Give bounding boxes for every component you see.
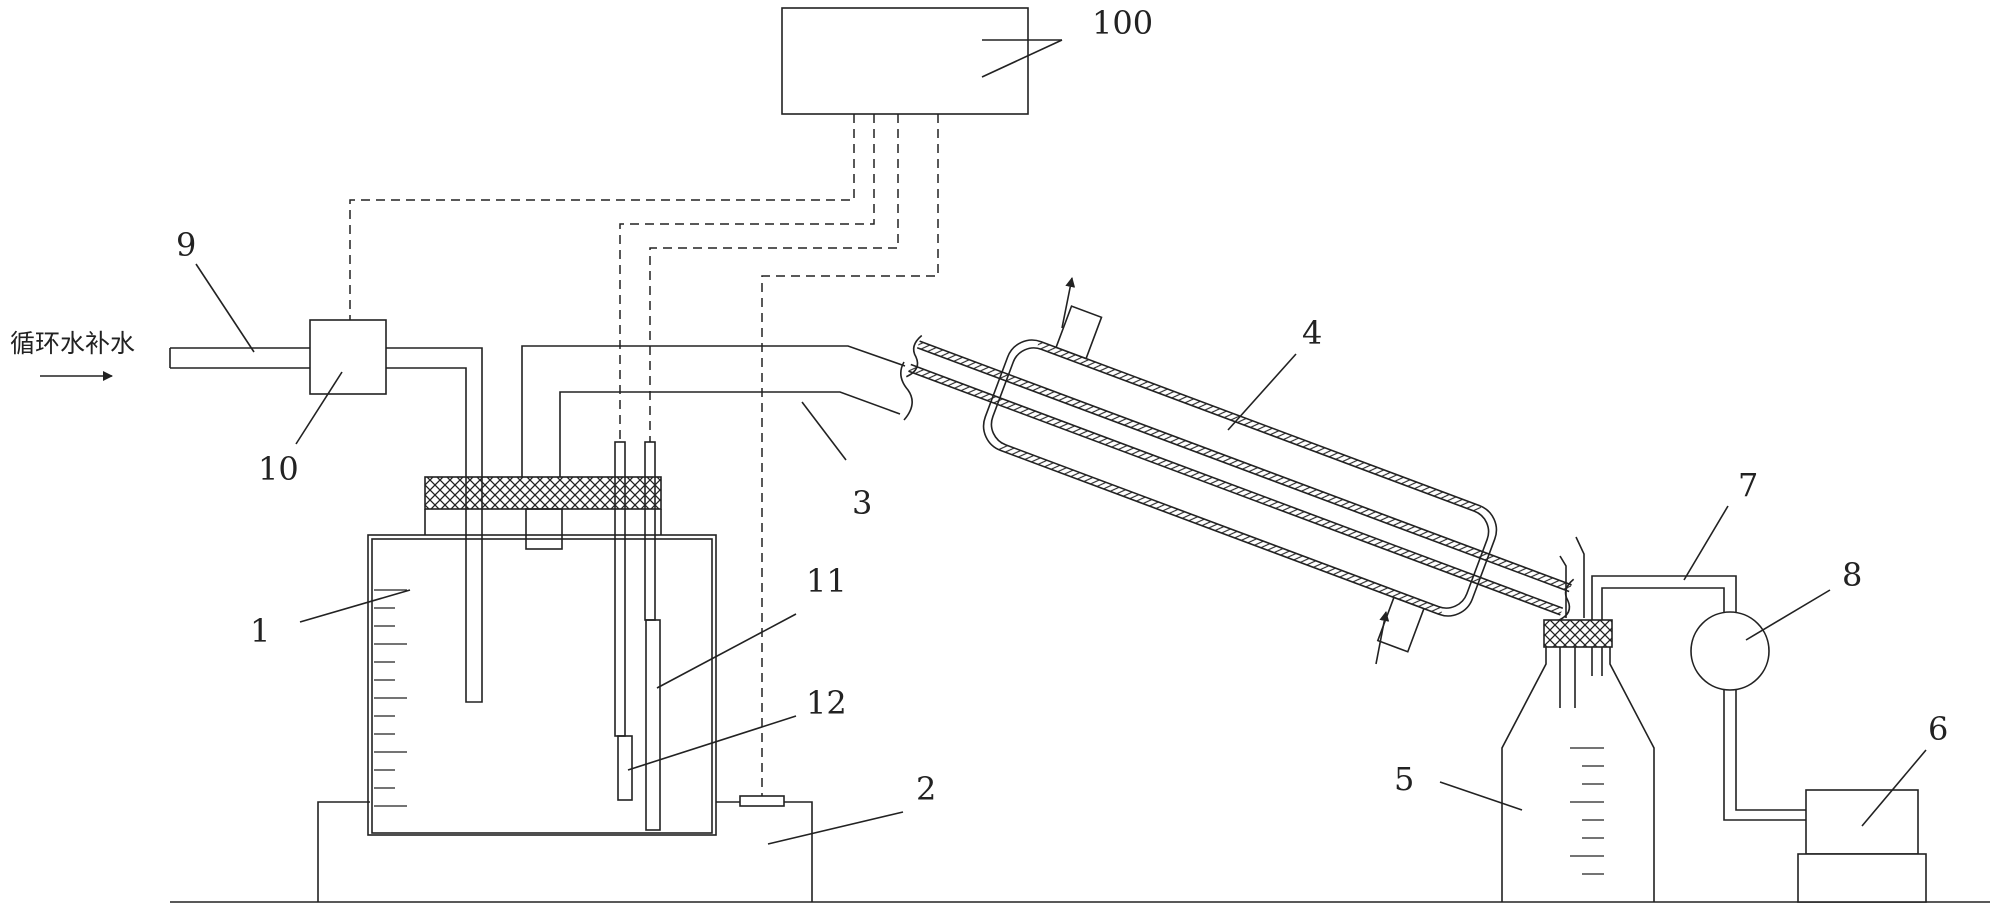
- sensor-probes: 11 12: [614, 441, 847, 831]
- inlet-text: 循环水补水: [10, 329, 135, 358]
- label-pump: 8: [1842, 556, 1862, 594]
- label-sensor-12: 12: [806, 684, 847, 722]
- condenser: [905, 305, 1575, 653]
- vacuum-pump: 8: [1690, 556, 1862, 691]
- tank-scale-ticks: [374, 589, 407, 807]
- makeup-water-pipe: 9 循环水补水: [10, 226, 483, 703]
- label-collection-bottle: 5: [1394, 760, 1414, 798]
- label-pipe: 3: [852, 484, 872, 522]
- label-controller: 100: [1092, 4, 1153, 42]
- label-water-tank: 1: [250, 612, 270, 650]
- base-platform: 2: [317, 770, 936, 902]
- coolant-out-arrow: [1061, 277, 1076, 329]
- vapour-pipe: 3: [521, 345, 913, 522]
- bottle-scale-ticks: [1570, 747, 1604, 875]
- tank-lid: [424, 476, 662, 510]
- label-makeup-pipe: 9: [176, 226, 196, 264]
- collection-bottle: 5: [1394, 619, 1655, 902]
- label-sensor-11: 11: [806, 562, 847, 600]
- suction-tube: 7: [1591, 466, 1810, 821]
- signal-lines: [349, 114, 939, 796]
- controller-box: 100: [781, 4, 1153, 115]
- water-tank: 1: [250, 534, 717, 836]
- condensate-pipe: [1559, 536, 1585, 618]
- pump-unit: 6: [1797, 710, 1948, 903]
- label-pump-unit: 6: [1928, 710, 1948, 748]
- valve-box: 10: [258, 319, 387, 488]
- label-valve: 10: [258, 450, 299, 488]
- label-condenser: 4: [1302, 314, 1322, 352]
- label-tube: 7: [1738, 466, 1758, 504]
- label-base: 2: [916, 770, 936, 808]
- coolant-in-arrow: [1375, 611, 1390, 665]
